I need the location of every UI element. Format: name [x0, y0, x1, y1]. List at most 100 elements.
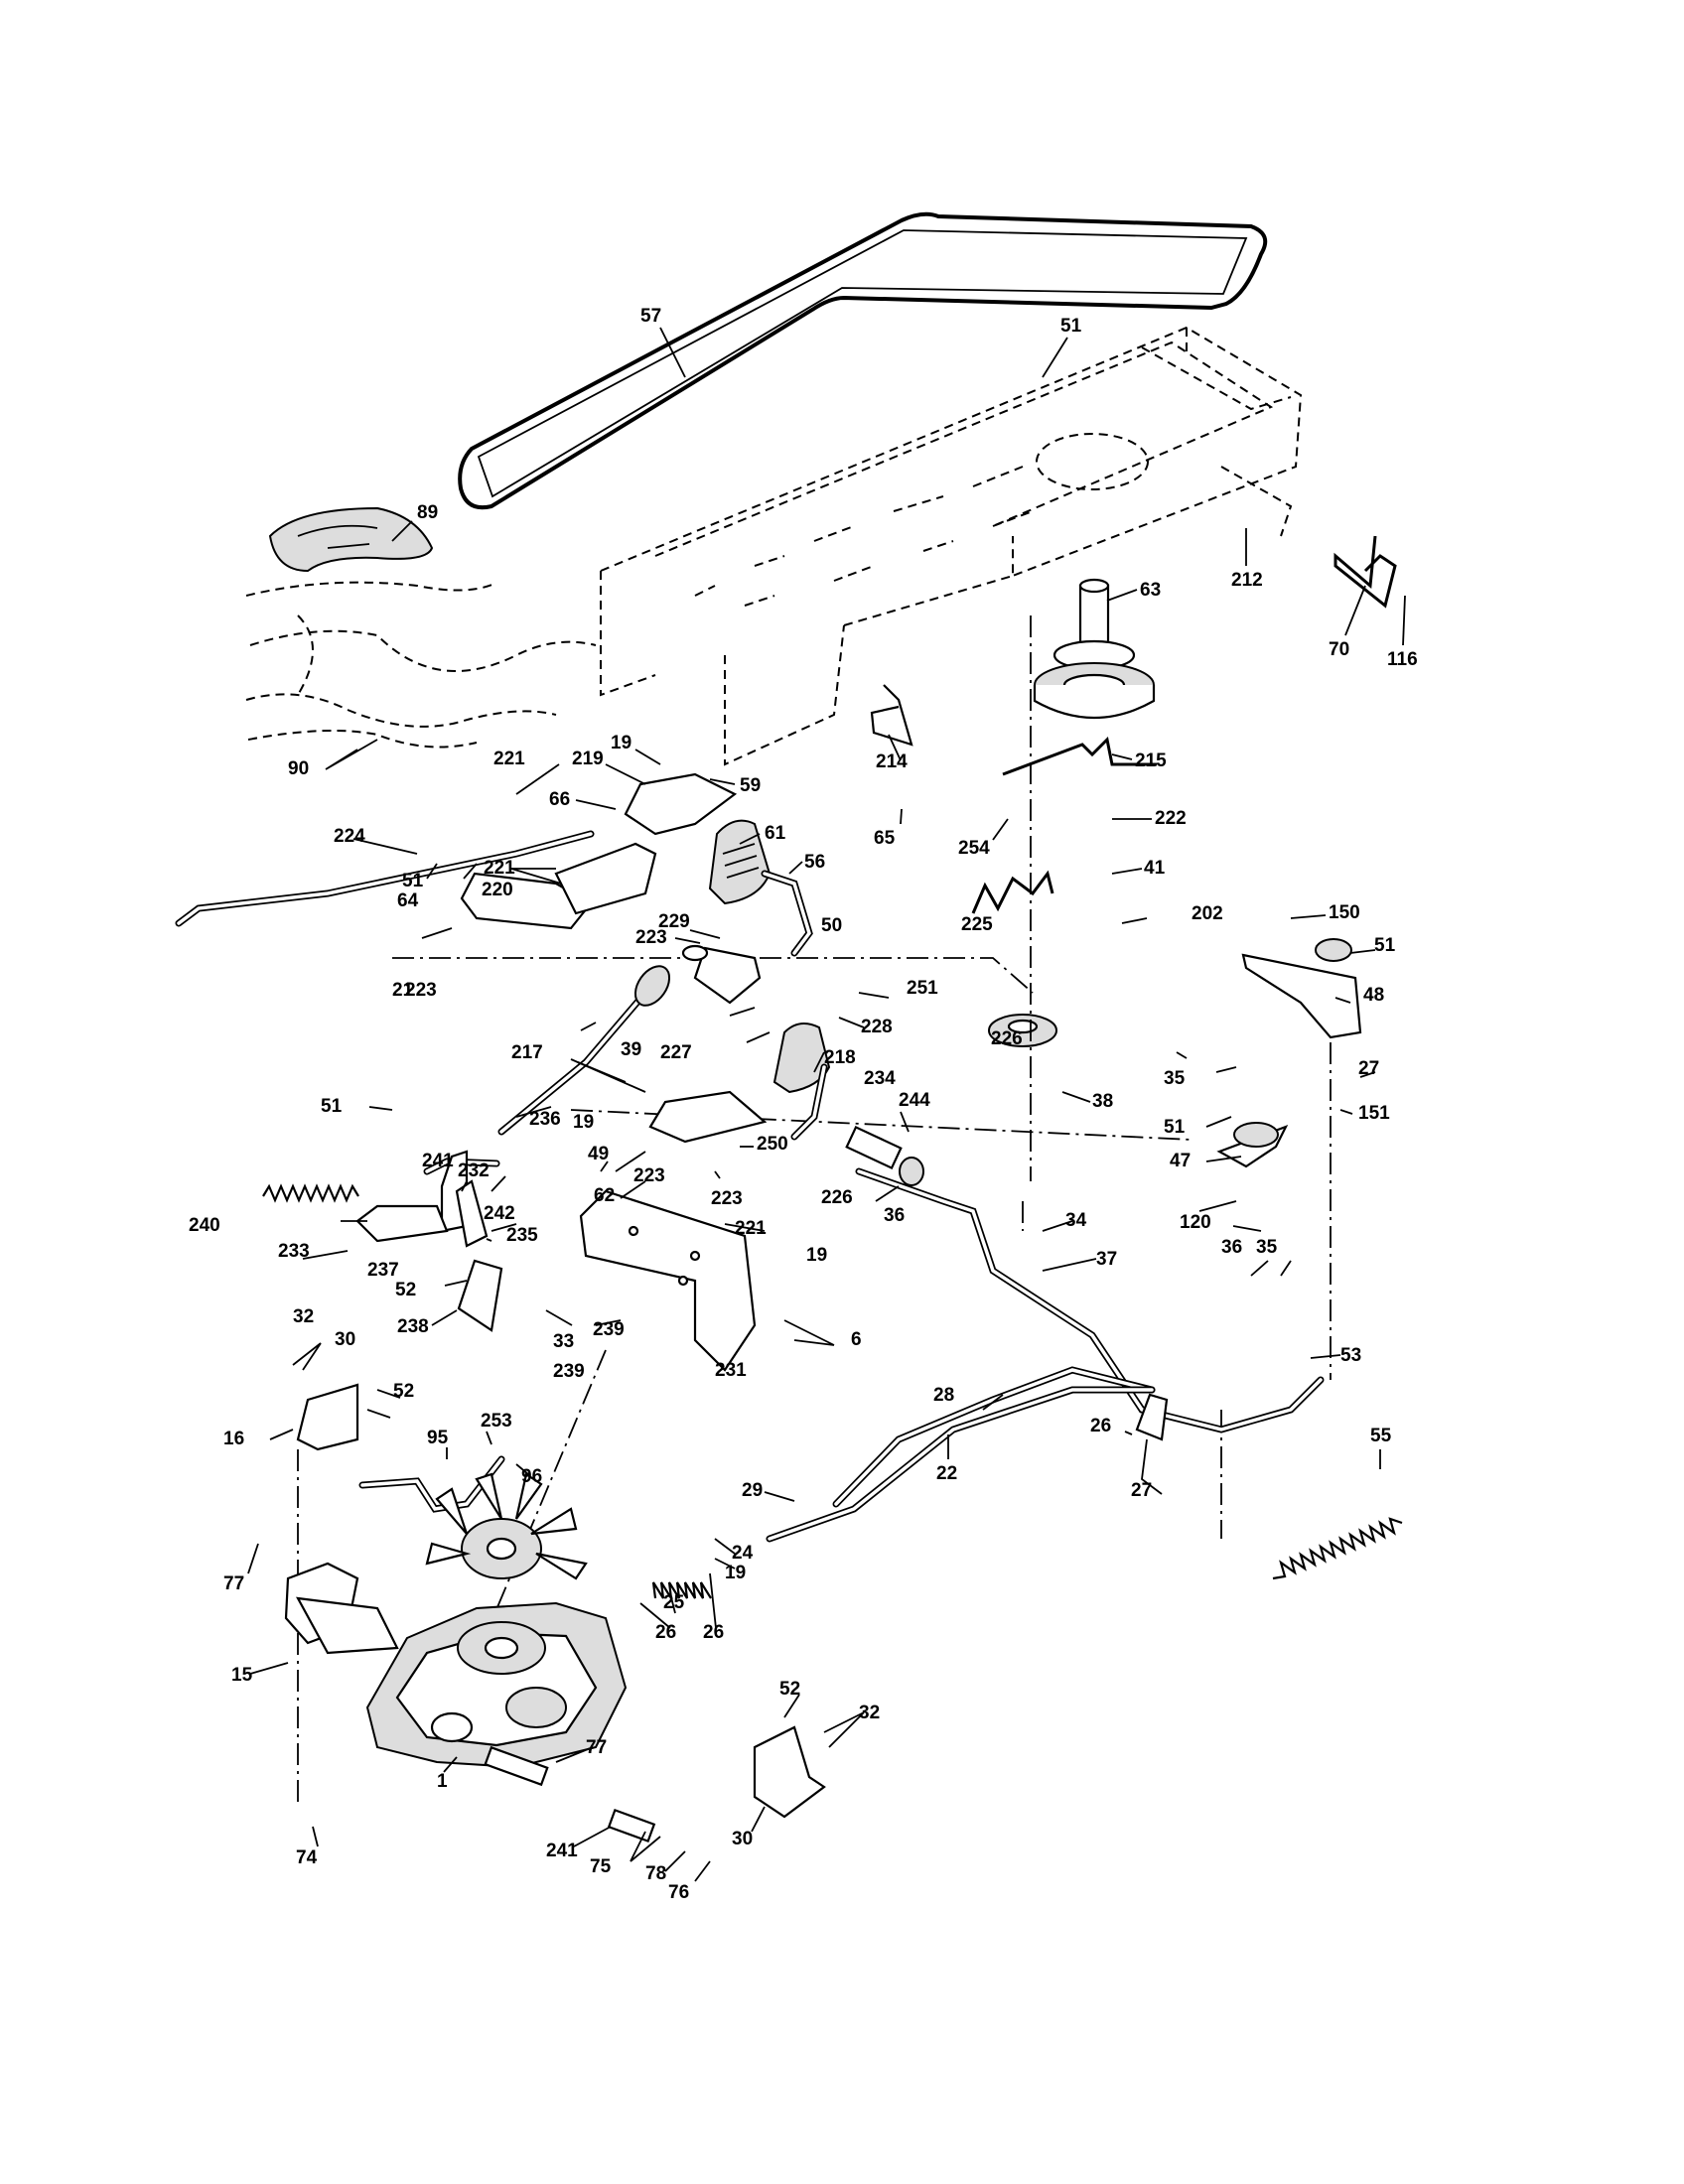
callout: 52	[395, 1280, 416, 1300]
callout: 240	[189, 1215, 220, 1236]
callout: 254	[958, 838, 990, 859]
callout: 51	[402, 871, 424, 891]
callout: 215	[1135, 751, 1167, 771]
callout: 241	[546, 1841, 578, 1861]
callout: 223	[711, 1188, 743, 1209]
callout: 251	[907, 978, 938, 999]
callout: 66	[549, 789, 570, 810]
callout: 19	[806, 1245, 827, 1266]
bracket-219	[624, 772, 738, 836]
callout: 32	[293, 1306, 314, 1327]
callout: 22	[936, 1463, 957, 1484]
callout: 41	[1144, 858, 1166, 879]
hub-74	[607, 1808, 656, 1843]
frame-outline	[600, 326, 1303, 766]
callout: 223	[405, 980, 437, 1001]
callout: 56	[804, 852, 825, 873]
spring-25	[651, 1581, 712, 1599]
callout: 234	[864, 1068, 896, 1089]
callout: 227	[660, 1042, 692, 1063]
callout: 26	[1090, 1416, 1111, 1436]
callout: 241	[422, 1151, 454, 1171]
callout: 16	[223, 1429, 244, 1449]
callout: 34	[1065, 1210, 1087, 1231]
callout: 223	[633, 1165, 665, 1186]
callout: 25	[663, 1592, 685, 1613]
callout: 231	[715, 1360, 747, 1381]
callout: 36	[884, 1205, 905, 1226]
callout: 24	[732, 1543, 754, 1564]
pedal-215	[708, 819, 813, 957]
wire-70	[1333, 535, 1397, 609]
callout: 224	[334, 826, 365, 847]
fender-outline	[245, 581, 597, 749]
callout: 51	[321, 1096, 343, 1117]
callout: 50	[821, 915, 842, 936]
callout: 226	[991, 1028, 1023, 1049]
callout: 38	[1092, 1091, 1113, 1112]
bracket-233	[355, 1204, 449, 1243]
callout: 214	[876, 751, 908, 772]
bracket-242	[455, 1179, 489, 1248]
callout: 253	[481, 1411, 512, 1432]
callout: 223	[635, 927, 667, 948]
callout: 33	[553, 1331, 574, 1352]
callout: 250	[757, 1134, 788, 1155]
callout: 70	[1329, 639, 1349, 660]
callout: 116	[1387, 649, 1418, 670]
knob-21	[633, 965, 671, 1007]
bracket-26	[1135, 1393, 1169, 1441]
callout: 96	[521, 1466, 542, 1487]
callout: 49	[588, 1144, 609, 1164]
bracket-30-left	[296, 1383, 359, 1451]
callout: 19	[611, 733, 632, 753]
callout: 59	[740, 775, 761, 796]
bracket-30-right	[753, 1725, 826, 1819]
callout: 30	[732, 1829, 753, 1849]
callout: 239	[553, 1361, 585, 1382]
wire-41	[971, 870, 1054, 914]
callout: 30	[335, 1329, 355, 1350]
drawing	[175, 211, 1403, 1843]
callout: 75	[590, 1856, 612, 1877]
callout: 222	[1155, 808, 1187, 829]
callout: 51	[1060, 316, 1082, 337]
bracket-218	[648, 1090, 768, 1144]
callout: 239	[593, 1319, 625, 1340]
callout: 62	[594, 1185, 615, 1206]
callout: 48	[1363, 985, 1384, 1006]
callout: 63	[1140, 580, 1161, 601]
spring-240	[262, 1183, 359, 1203]
plate-235	[457, 1259, 503, 1332]
callout: 51	[1374, 935, 1396, 956]
callout: 217	[511, 1042, 543, 1063]
callout: 61	[765, 823, 786, 844]
sleeve-62	[845, 1126, 903, 1169]
callout: 52	[779, 1679, 800, 1700]
callout: 53	[1340, 1345, 1361, 1366]
fan	[425, 1472, 588, 1580]
callout: 218	[824, 1047, 856, 1068]
callout: 232	[458, 1160, 490, 1181]
callout: 235	[506, 1225, 538, 1246]
callout: 29	[742, 1480, 763, 1501]
callout: 1	[437, 1771, 448, 1792]
callout: 89	[417, 502, 438, 523]
spring-66	[1002, 736, 1157, 776]
leader-lines	[247, 327, 1406, 1882]
spring-55	[1272, 1517, 1403, 1580]
callout: 226	[821, 1187, 853, 1208]
callout: 57	[640, 306, 661, 327]
callout: 15	[231, 1665, 253, 1686]
pulley-63	[1033, 578, 1156, 720]
callout: 6	[851, 1329, 862, 1350]
callout: 21	[392, 980, 414, 1001]
callout: 212	[1231, 570, 1263, 591]
callout: 28	[933, 1385, 954, 1406]
callout: 151	[1358, 1103, 1390, 1124]
bracket-222	[554, 842, 657, 915]
bracket-48	[1241, 953, 1362, 1039]
callouts: 57 51 89 63 212 70 116 90 19 221 219 59 …	[189, 306, 1418, 1903]
knob-89	[268, 506, 434, 573]
callout: 219	[572, 749, 604, 769]
